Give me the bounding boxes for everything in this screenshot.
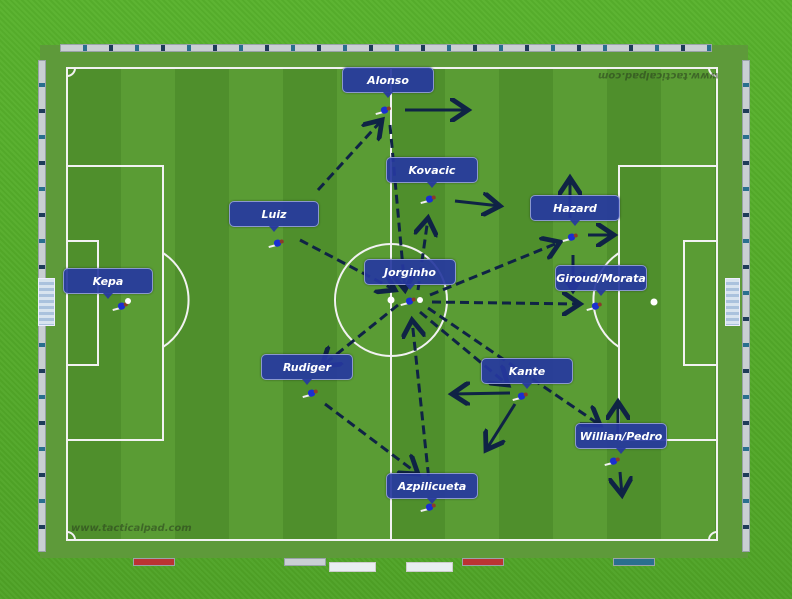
adboard-right — [742, 60, 750, 552]
bench-left — [329, 562, 376, 572]
watermark-bottom: www.tacticalpad.com — [71, 523, 192, 534]
pass-arrow-jorginho — [419, 310, 508, 385]
player-label-rudiger[interactable]: Rudiger — [261, 354, 353, 385]
adboard-bottom-2 — [284, 558, 326, 566]
pass-arrow-jorginho — [431, 302, 580, 304]
bench-right — [406, 562, 453, 572]
pass-arrow-rudiger — [324, 402, 418, 474]
adboard-bottom-3 — [462, 558, 504, 566]
player-label-kepa[interactable]: Kepa — [63, 268, 153, 299]
ball-icon[interactable] — [125, 298, 131, 304]
watermark-top: www.tacticalpad.com — [598, 70, 719, 81]
run-arrow-kovacic — [454, 201, 500, 206]
player-label-luiz[interactable]: Luiz — [229, 201, 319, 232]
player-label-azpilicueta[interactable]: Azpilicueta — [386, 473, 478, 504]
player-label-willian-pedro[interactable]: Willian/Pedro — [575, 423, 667, 454]
adboard-bottom-1 — [133, 558, 175, 566]
player-label-kante[interactable]: Kante — [481, 358, 573, 389]
player-label-hazard[interactable]: Hazard — [530, 195, 620, 226]
goal-left — [38, 278, 55, 326]
pass-arrow-luiz — [316, 120, 382, 192]
player-label-giroud-morata[interactable]: Giroud/Morata — [555, 265, 647, 296]
player-label-alonso[interactable]: Alonso — [342, 67, 434, 98]
adboard-top — [60, 44, 712, 52]
run-arrow-willian-pedro — [620, 471, 622, 495]
run-arrow-kante — [452, 393, 511, 394]
run-arrow-kante — [486, 403, 517, 450]
pass-arrow-azpilicueta — [412, 320, 432, 491]
pass-arrow-jorginho — [322, 303, 399, 366]
ball-icon[interactable] — [417, 297, 423, 303]
adboard-bottom-4 — [613, 558, 655, 566]
player-label-jorginho[interactable]: Jorginho — [364, 259, 456, 290]
player-label-kovacic[interactable]: Kovacic — [386, 157, 478, 188]
goal-right — [725, 278, 740, 326]
pass-arrow-jorginho — [418, 218, 428, 291]
pass-arrow-jorginho — [429, 242, 560, 297]
